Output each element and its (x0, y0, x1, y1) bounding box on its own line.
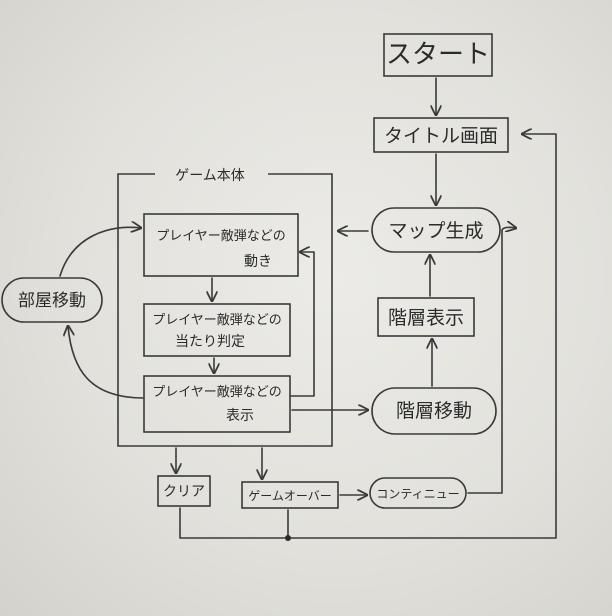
merge-junction-dot (285, 535, 291, 541)
start-node: スタート (383, 33, 493, 77)
movement-label-line2: 動き (244, 254, 272, 270)
hit-detection-label-line1: プレイヤー敵弾などの (152, 312, 282, 328)
room-move-node: 部屋移動 (1, 277, 103, 323)
hit-detection-label-line2: 当たり判定 (175, 334, 245, 350)
title-screen-node: タイトル画面 (373, 117, 509, 153)
arrow-roommove-to-movement (59, 227, 141, 277)
floor-move-node: 階層移動 (371, 387, 497, 435)
floor-display-node: 階層表示 (377, 297, 475, 337)
hit-detection-node: プレイヤー敵弾などの 当たり判定 (143, 303, 291, 357)
continue-label: コンティニュー (376, 487, 459, 501)
map-gen-label: マップ生成 (388, 220, 483, 242)
clear-label: クリア (163, 484, 205, 500)
movement-node: プレイヤー敵弾などの 動き (143, 213, 299, 277)
arrow-merge-to-title (179, 134, 557, 539)
game-over-label: ゲームオーバー (248, 489, 332, 503)
arrow-display-to-roommove (68, 326, 145, 399)
arrow-display-loop-to-movement (289, 252, 315, 397)
movement-label-line1: プレイヤー敵弾などの (156, 228, 286, 244)
map-gen-node: マップ生成 (371, 207, 501, 253)
floor-move-label: 階層移動 (396, 400, 472, 422)
start-label: スタート (386, 40, 490, 70)
game-body-container: ゲーム本体 (117, 168, 333, 447)
game-body-label: ゲーム本体 (175, 168, 245, 184)
title-screen-label: タイトル画面 (384, 125, 498, 147)
continue-node: コンティニュー (369, 477, 467, 509)
connectors (59, 77, 557, 541)
room-move-label: 部屋移動 (18, 291, 86, 311)
floor-display-label: 階層表示 (388, 307, 464, 329)
display-node: プレイヤー敵弾などの 表示 (143, 375, 291, 433)
display-label-line1: プレイヤー敵弾などの (152, 384, 282, 400)
arrow-continue-to-map (467, 227, 516, 494)
clear-node: クリア (157, 475, 211, 507)
game-over-node: ゲームオーバー (241, 481, 339, 509)
display-label-line2: 表示 (226, 408, 254, 424)
